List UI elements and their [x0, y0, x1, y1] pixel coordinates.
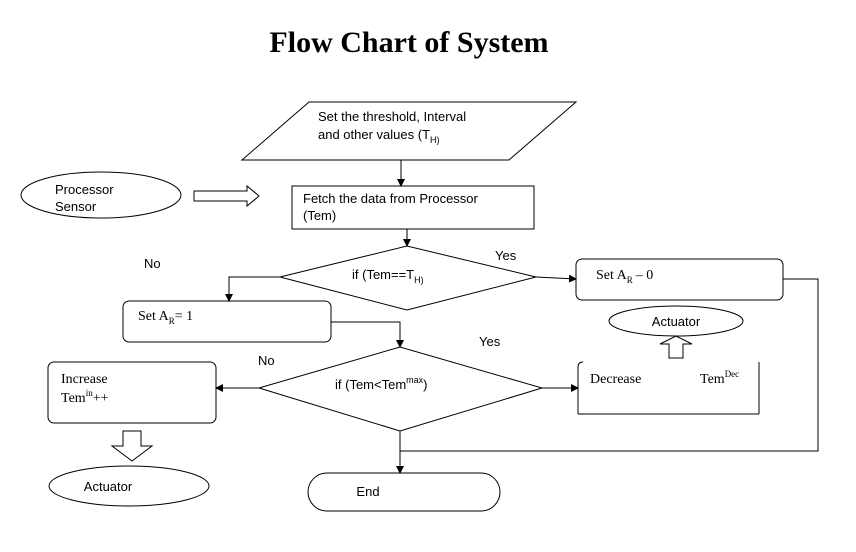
actuator-bottom-node: Actuator	[48, 465, 210, 507]
sensor-label: Sensor	[55, 199, 97, 214]
processor-sensor-ellipse	[20, 171, 182, 219]
set-threshold-node: Set the threshold, Interval and other va…	[240, 101, 578, 161]
decision2-label: if (Tem<Temmax)	[335, 375, 428, 392]
set-threshold-line1: Set the threshold, Interval	[318, 109, 466, 124]
actuator-bottom-label: Actuator	[84, 479, 133, 494]
increase-node: Increase Temin++	[47, 361, 217, 424]
set-ar-1-label: Set AR= 1	[138, 309, 193, 326]
set-ar-0-subscript: R	[627, 275, 633, 285]
page-title: Flow Chart of System	[269, 26, 548, 59]
actuator-top-node: Actuator	[608, 305, 744, 337]
decision2-yes-label: Yes	[479, 334, 501, 349]
increase-line1: Increase	[61, 372, 108, 387]
edge-decision1-yes	[535, 274, 577, 283]
set-ar-0-node: Set AR– 0	[575, 258, 784, 301]
decrease-label: Decrease	[590, 372, 641, 387]
increase-tem: Tem	[61, 391, 86, 406]
input-parallelogram	[240, 101, 578, 161]
increase-rect	[47, 361, 217, 424]
set-threshold-subscript: H)	[430, 135, 440, 145]
set-threshold-line2: and other values (TH)	[318, 127, 440, 145]
end-rect	[307, 472, 501, 512]
set-threshold-line2-text: and other values (T	[318, 127, 430, 142]
processor-label: Processor	[55, 182, 114, 197]
set-ar-0-label: Set AR– 0	[596, 268, 653, 285]
increase-line2: Temin++	[61, 388, 109, 406]
fetch-node: Fetch the data from Processor (Tem)	[291, 185, 535, 230]
decrease-tem: TemDec	[700, 369, 739, 387]
decision1-no-label: No	[144, 256, 161, 271]
end-label: End	[356, 484, 379, 499]
set-ar-1-text: Set A	[138, 309, 170, 324]
decision2-close: )	[423, 377, 427, 392]
increase-plusplus: ++	[93, 391, 109, 406]
fetch-line2: (Tem)	[303, 208, 336, 223]
decision2-no-label: No	[258, 353, 275, 368]
edge-ar0-loop-to-end	[400, 278, 819, 452]
fetch-rect	[291, 185, 535, 230]
decrease-outline	[577, 361, 760, 415]
set-ar-1-subscript: R	[169, 316, 175, 326]
processor-sensor-node: Processor Sensor	[20, 171, 182, 219]
set-ar-1-value: = 1	[175, 309, 193, 324]
decision1-label: if (Tem==TH)	[352, 267, 424, 285]
decision2-text: if (Tem<Tem	[335, 377, 406, 392]
increase-superscript: in	[86, 388, 94, 398]
decision1-text: if (Tem==T	[352, 267, 414, 282]
actuator-top-label: Actuator	[652, 314, 701, 329]
end-node: End	[307, 472, 501, 512]
edge-ar1-to-decision2	[331, 321, 404, 348]
decrease-node: Decrease TemDec	[577, 361, 760, 415]
block-arrow-up	[659, 335, 693, 359]
decision1-subscript: H)	[414, 275, 424, 285]
set-ar-0-text: Set A	[596, 268, 628, 283]
decrease-tem-text: Tem	[700, 372, 725, 387]
set-ar-0-value: – 0	[635, 268, 654, 283]
block-arrow-down	[110, 430, 154, 462]
decision2-superscript: max	[406, 375, 424, 385]
actuator-bottom-ellipse	[48, 465, 210, 507]
fetch-line1: Fetch the data from Processor	[303, 191, 479, 206]
set-ar-1-node: Set AR= 1	[122, 300, 332, 343]
decrease-superscript: Dec	[725, 369, 740, 379]
edge-decision1-no	[225, 276, 280, 302]
decision1-yes-label: Yes	[495, 248, 517, 263]
block-arrow-right	[193, 184, 260, 208]
decision2-node: if (Tem<Temmax)	[257, 346, 544, 432]
